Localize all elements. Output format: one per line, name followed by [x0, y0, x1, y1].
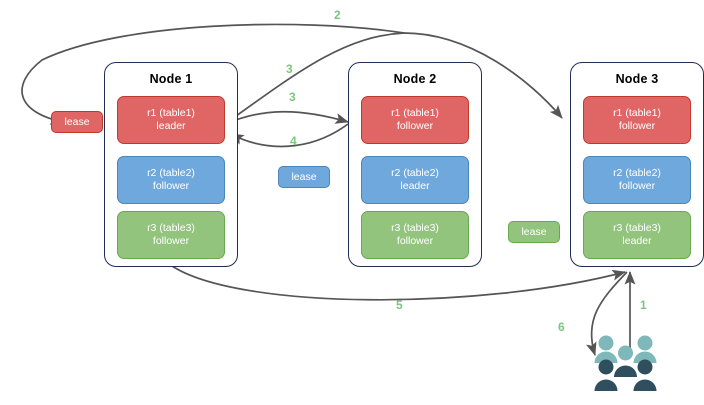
replica-n2-r2-role: leader	[400, 180, 430, 192]
step-label-3-lower: 3	[289, 90, 296, 104]
replica-n3-r1-role: follower	[618, 120, 656, 132]
replica-n3-r3-role: leader	[622, 235, 652, 247]
node-title-3: Node 3	[615, 72, 659, 86]
lease-badge-blue[interactable]: lease	[278, 166, 330, 188]
replica-n2-r1[interactable]: r1 (table1) follower	[361, 96, 469, 144]
replica-n2-r2[interactable]: r2 (table2) leader	[361, 156, 469, 204]
replica-n3-r3[interactable]: r3 (table3) leader	[583, 211, 691, 259]
replica-n1-r1[interactable]: r1 (table1) leader	[117, 96, 225, 144]
replica-n2-r3-name: r3 (table3)	[391, 222, 439, 234]
node-title-1: Node 1	[149, 72, 193, 86]
replica-n3-r1-name: r1 (table1)	[613, 107, 661, 119]
arrow-step-5	[171, 265, 626, 301]
node-container-1[interactable]: Node 1 r1 (table1) leader r2 (table2) fo…	[104, 62, 238, 267]
replica-n2-r3-role: follower	[396, 235, 434, 247]
replica-n3-r1[interactable]: r1 (table1) follower	[583, 96, 691, 144]
replica-n1-r3-name: r3 (table3)	[147, 222, 195, 234]
lease-badge-green[interactable]: lease	[508, 221, 560, 243]
replica-n2-r3[interactable]: r3 (table3) follower	[361, 211, 469, 259]
replica-n1-r2-role: follower	[152, 180, 190, 192]
step-label-1: 1	[640, 298, 647, 312]
replica-n1-r2-name: r2 (table2)	[147, 167, 195, 179]
step-label-2: 2	[334, 8, 341, 22]
step-label-3-upper: 3	[286, 62, 293, 76]
replica-n3-r2[interactable]: r2 (table2) follower	[583, 156, 691, 204]
replica-n2-r1-name: r1 (table1)	[391, 107, 439, 119]
replica-n3-r2-role: follower	[618, 180, 656, 192]
arrow-step-3-lower	[225, 110, 349, 125]
replica-n1-r1-name: r1 (table1)	[147, 107, 195, 119]
lease-badge-red[interactable]: lease	[51, 111, 103, 133]
replica-n3-r3-name: r3 (table3)	[613, 222, 661, 234]
replica-n2-r1-role: follower	[396, 120, 434, 132]
replica-n1-r3[interactable]: r3 (table3) follower	[117, 211, 225, 259]
step-label-4: 4	[290, 134, 297, 148]
replica-n1-r2[interactable]: r2 (table2) follower	[117, 156, 225, 204]
people-group-icon	[594, 335, 657, 391]
step-label-5: 5	[396, 298, 403, 312]
replica-n1-r3-role: follower	[152, 235, 190, 247]
node-container-2[interactable]: Node 2 r1 (table1) follower r2 (table2) …	[348, 62, 482, 267]
node-container-3[interactable]: Node 3 r1 (table1) follower r2 (table2) …	[570, 62, 704, 267]
replica-n3-r2-name: r2 (table2)	[613, 167, 661, 179]
step-label-6: 6	[558, 320, 565, 334]
replica-n2-r2-name: r2 (table2)	[391, 167, 439, 179]
node-title-2: Node 2	[393, 72, 437, 86]
replica-n1-r1-role: leader	[156, 120, 186, 132]
